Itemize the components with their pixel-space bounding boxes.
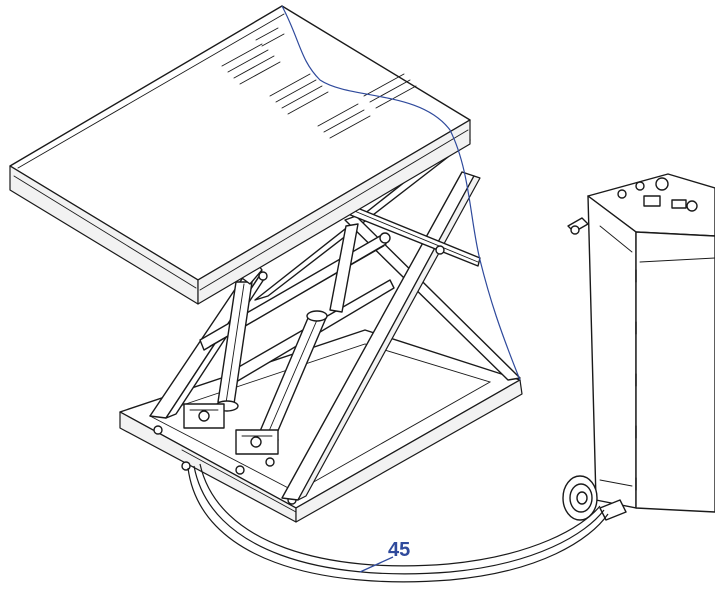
control-unit: [562, 173, 715, 521]
hydraulic-cylinders: [183, 223, 359, 475]
hydraulic-hose: [187, 463, 609, 583]
lift-deck: [9, 5, 471, 305]
wheel: [562, 475, 598, 521]
base-frame: [119, 329, 523, 523]
break-line: [281, 5, 521, 381]
callout-label: 45: [388, 539, 410, 561]
deck-treads: [221, 27, 417, 139]
callout-45: 45: [359, 539, 410, 573]
callout-leader: [359, 556, 394, 573]
